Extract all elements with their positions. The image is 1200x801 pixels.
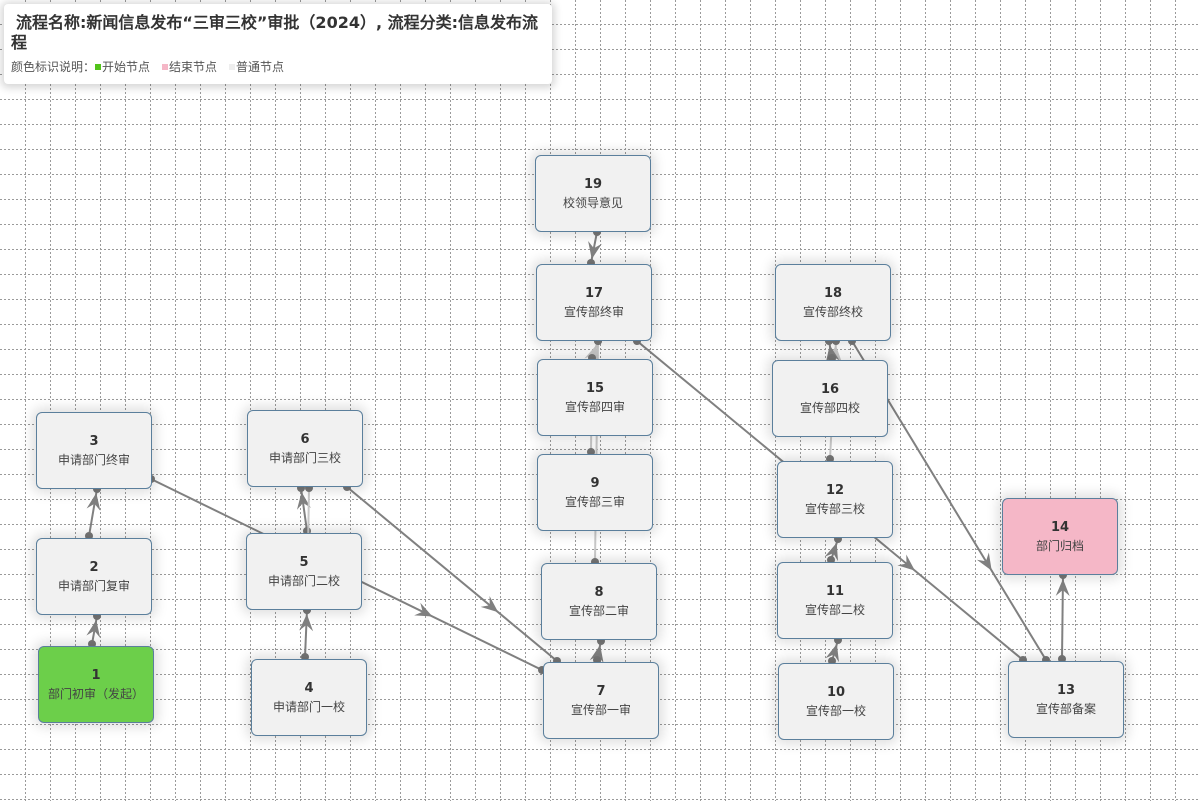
arrowhead-icon — [296, 491, 311, 510]
legend-text-start: 开始节点 — [102, 60, 151, 74]
node-label: 宣传部终审 — [563, 304, 624, 319]
node-label: 部门归档 — [1035, 538, 1084, 553]
flow-node-12[interactable]: 12 宣传部三校 — [777, 461, 893, 538]
arrowhead-icon — [1055, 578, 1070, 597]
flow-node-15[interactable]: 15 宣传部四审 — [537, 359, 653, 436]
legend-swatch-start — [95, 63, 102, 70]
node-label: 校领导意见 — [562, 195, 623, 210]
node-number: 16 — [820, 381, 840, 397]
arrowhead-icon — [86, 619, 101, 638]
flow-info-panel: 流程名称:新闻信息发布“三审三校”审批（2024）, 流程分类:信息发布流程 颜… — [4, 4, 552, 84]
legend-label: 颜色标识说明： — [11, 60, 96, 74]
node-number: 14 — [1050, 519, 1070, 535]
arrowhead-icon — [86, 492, 101, 511]
flow-node-19[interactable]: 19 校领导意见 — [535, 155, 651, 232]
edge-4-to-5[interactable] — [299, 606, 314, 661]
arrowhead-icon — [825, 643, 839, 663]
node-number: 9 — [590, 475, 600, 491]
flow-title: 流程名称:新闻信息发布“三审三校”审批（2024）, 流程分类:信息发布流程 — [11, 13, 539, 52]
node-label: 申请部门一校 — [272, 699, 345, 714]
arrowhead-icon — [299, 613, 314, 632]
node-number: 12 — [825, 482, 845, 498]
legend-item-normal: 普通节点 — [229, 58, 284, 75]
node-number: 17 — [584, 285, 604, 301]
flow-node-10[interactable]: 10 宣传部一校 — [778, 663, 894, 740]
node-number: 18 — [823, 285, 843, 301]
arrowhead-icon — [414, 602, 433, 617]
flow-node-6[interactable]: 6 申请部门三校 — [247, 410, 363, 487]
node-label: 宣传部二审 — [568, 603, 629, 618]
arrowhead-icon — [976, 552, 992, 571]
edge-13-to-14[interactable] — [1055, 571, 1070, 663]
node-number: 1 — [91, 667, 101, 683]
node-number: 19 — [583, 176, 603, 192]
node-number: 8 — [594, 584, 604, 600]
edge-2-to-3[interactable] — [85, 485, 101, 540]
arrowhead-icon — [588, 241, 602, 260]
flow-node-7[interactable]: 7 宣传部一审 — [543, 662, 659, 739]
flow-node-13[interactable]: 13 宣传部备案 — [1008, 661, 1124, 738]
legend-text-normal: 普通节点 — [236, 60, 285, 74]
node-label: 宣传部四校 — [799, 400, 860, 415]
node-number: 7 — [596, 683, 606, 699]
node-number: 11 — [825, 583, 845, 599]
flow-node-9[interactable]: 9 宣传部三审 — [537, 454, 653, 531]
edge-19-to-17[interactable] — [587, 228, 602, 267]
flow-node-18[interactable]: 18 宣传部终校 — [775, 264, 891, 341]
flow-node-16[interactable]: 16 宣传部四校 — [772, 360, 888, 437]
legend-item-start: 开始节点 — [95, 58, 150, 75]
edge-line — [346, 486, 558, 662]
node-label: 宣传部三审 — [564, 494, 625, 509]
arrowhead-icon — [480, 596, 499, 613]
node-number: 2 — [89, 559, 99, 575]
flow-node-11[interactable]: 11 宣传部二校 — [777, 562, 893, 639]
node-label: 宣传部二校 — [804, 602, 865, 617]
flow-node-5[interactable]: 5 申请部门二校 — [246, 533, 362, 610]
node-label: 宣传部一审 — [570, 702, 631, 717]
node-label: 宣传部备案 — [1035, 701, 1096, 716]
edge-10-to-11[interactable] — [825, 636, 842, 665]
node-label: 申请部门终审 — [57, 452, 130, 467]
arrowhead-icon — [824, 542, 838, 562]
edge-7-to-8[interactable] — [589, 637, 605, 664]
edge-1-to-2[interactable] — [86, 612, 101, 648]
flow-node-17[interactable]: 17 宣传部终审 — [536, 264, 652, 341]
legend-text-end: 结束节点 — [169, 60, 218, 74]
node-label: 部门初审（发起） — [47, 686, 144, 701]
legend-item-end: 结束节点 — [162, 58, 217, 75]
node-number: 3 — [89, 433, 99, 449]
node-number: 6 — [300, 431, 310, 447]
flow-node-2[interactable]: 2 申请部门复审 — [36, 538, 152, 615]
node-label: 申请部门二校 — [267, 573, 340, 588]
flow-node-8[interactable]: 8 宣传部二审 — [541, 563, 657, 640]
arrowhead-icon — [897, 554, 915, 571]
node-label: 申请部门三校 — [268, 450, 341, 465]
node-label: 宣传部一校 — [805, 703, 866, 718]
legend-swatch-end — [162, 63, 169, 70]
node-number: 4 — [304, 680, 314, 696]
node-label: 宣传部三校 — [804, 501, 865, 516]
flow-node-4[interactable]: 4 申请部门一校 — [251, 659, 367, 736]
edge-5-to-6[interactable] — [296, 484, 311, 535]
node-number: 15 — [585, 380, 605, 396]
node-label: 申请部门复审 — [57, 578, 130, 593]
legend-swatch-normal — [229, 63, 236, 70]
flow-node-14[interactable]: 14 部门归档 — [1002, 498, 1118, 575]
arrowhead-icon — [584, 344, 598, 364]
flow-node-1[interactable]: 1 部门初审（发起） — [38, 646, 154, 723]
edge-6-to-7[interactable] — [343, 483, 561, 665]
node-number: 5 — [299, 554, 309, 570]
node-label: 宣传部终校 — [802, 304, 863, 319]
node-number: 10 — [826, 684, 846, 700]
node-number: 13 — [1056, 682, 1076, 698]
color-legend: 颜色标识说明： 开始节点 结束节点 普通节点 — [11, 58, 296, 75]
edge-11-to-12[interactable] — [824, 535, 842, 564]
node-label: 宣传部四审 — [564, 399, 625, 414]
flow-node-3[interactable]: 3 申请部门终审 — [36, 412, 152, 489]
